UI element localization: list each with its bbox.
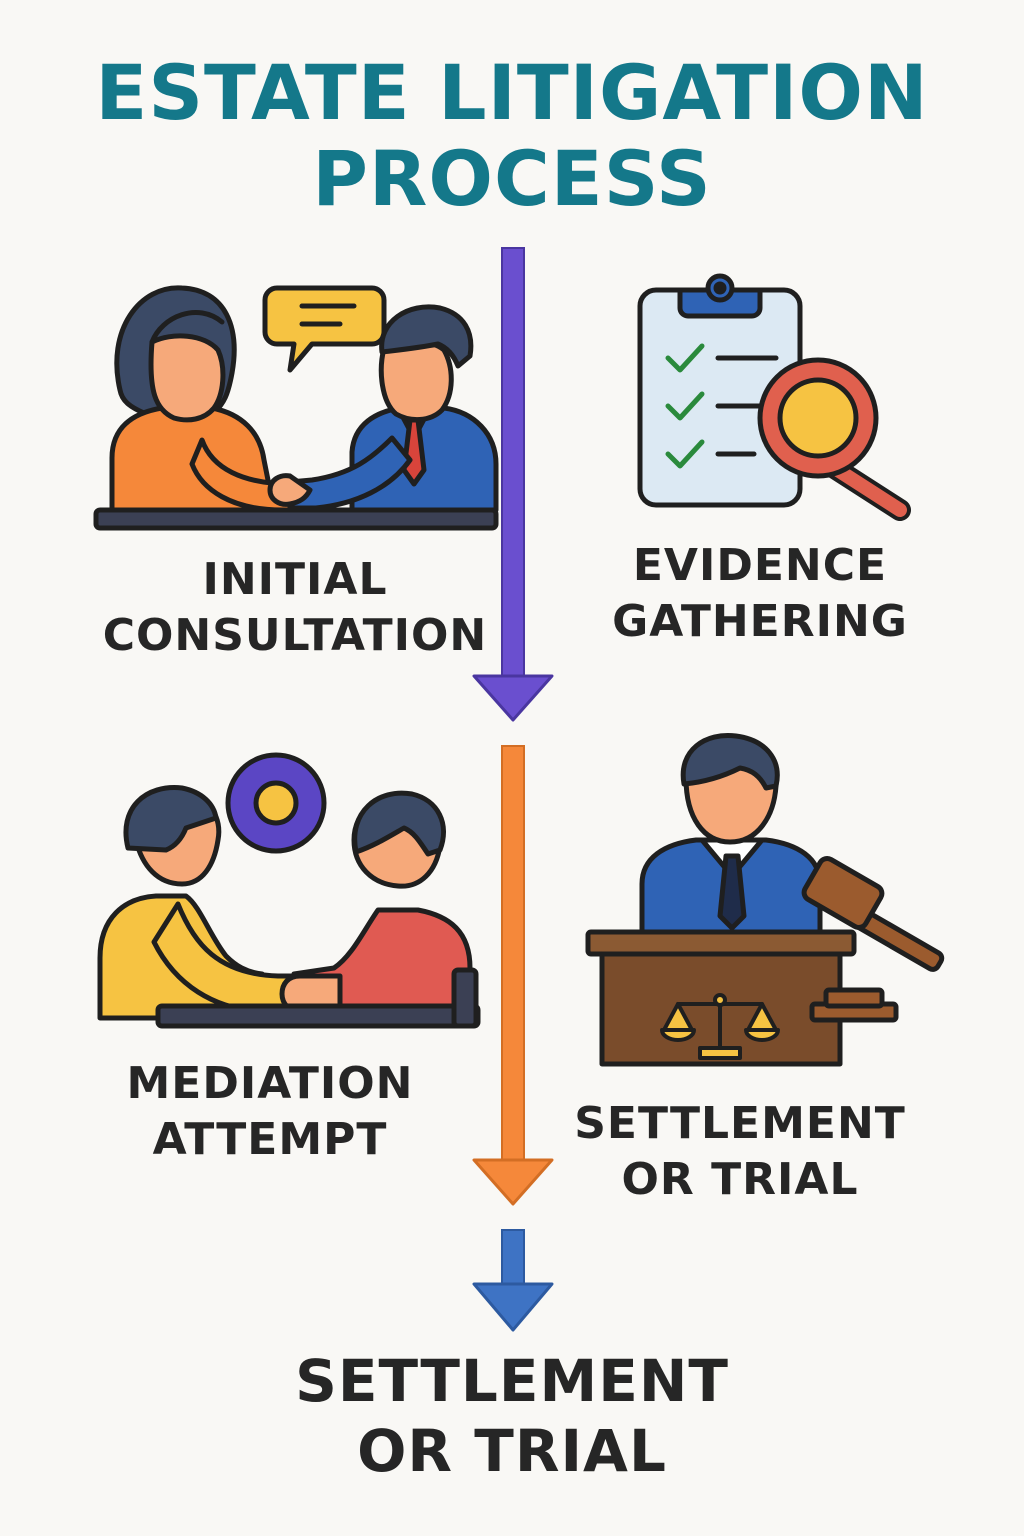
step-label-line-1: EVIDENCE [632,540,888,591]
step-label-line-2: ATTEMPT [152,1114,388,1165]
title-line-2: PROCESS [312,134,712,223]
step-label-line-1: SETTLEMENT [574,1098,906,1149]
step-label-settlement-or-trial: SETTLEMENT OR TRIAL [530,1096,950,1208]
title-line-1: ESTATE LITIGATION [95,48,929,137]
step-label-line-2: CONSULTATION [102,610,488,661]
step-label-initial-consultation: INITIAL CONSULTATION [60,552,530,664]
clipboard-magnifier-icon [637,273,911,521]
final-outcome: SETTLEMENT OR TRIAL [0,1346,1024,1486]
judge-gavel-icon [585,732,945,1067]
final-outcome-line-1: SETTLEMENT [295,1347,729,1415]
mediation-icon [97,752,481,1029]
step-label-evidence-gathering: EVIDENCE GATHERING [540,538,980,650]
consultation-icon [93,285,499,531]
step-label-line-1: MEDIATION [126,1058,414,1109]
final-outcome-line-2: OR TRIAL [357,1417,667,1485]
step-label-line-2: OR TRIAL [621,1154,859,1205]
step-label-line-2: GATHERING [612,596,908,647]
step-label-line-1: INITIAL [202,554,388,605]
step-label-mediation-attempt: MEDIATION ATTEMPT [40,1056,500,1168]
page-title: ESTATE LITIGATION PROCESS [0,50,1024,222]
